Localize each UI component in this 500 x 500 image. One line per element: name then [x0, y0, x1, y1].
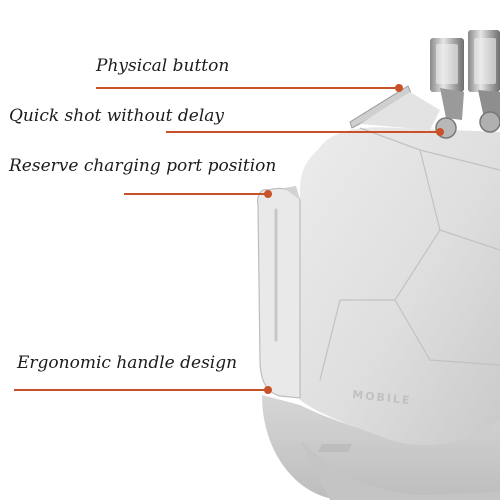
callout-quick-shot: Quick shot without delay	[9, 106, 224, 126]
callout-charging-port: Reserve charging port position	[9, 156, 277, 176]
side-clip	[257, 187, 301, 399]
callout-handle-design: Ergonomic handle design	[17, 353, 238, 373]
controller-body	[300, 127, 500, 446]
handle-grip-lower	[300, 440, 500, 500]
callout-physical-button: Physical button	[96, 56, 230, 76]
brand-mark	[318, 444, 352, 452]
embossed-logo-text: MOBILE	[352, 388, 412, 407]
metal-trigger	[430, 30, 500, 139]
body-facet-lines	[319, 127, 500, 381]
